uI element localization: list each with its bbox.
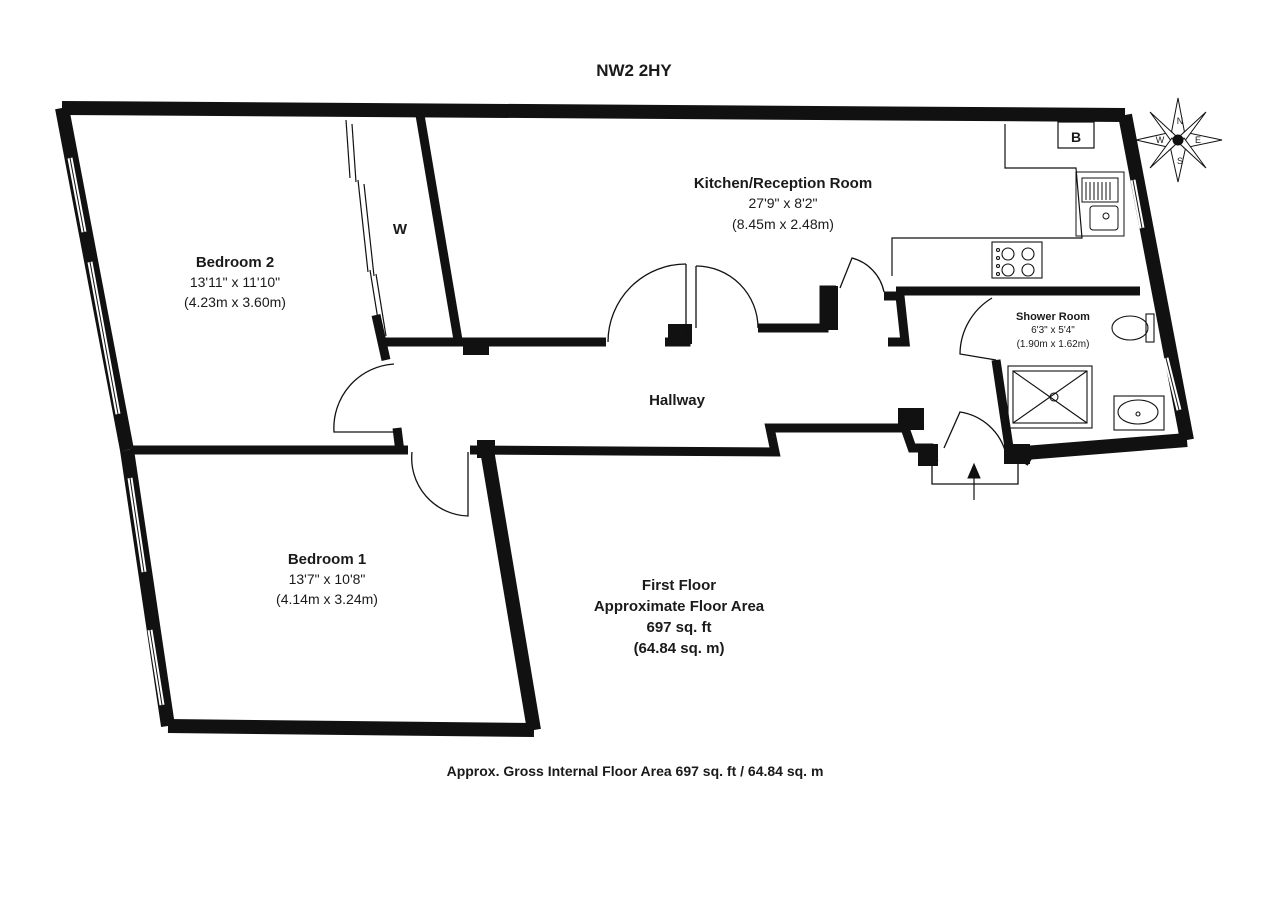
shower-metric: (1.90m x 1.62m) [1017, 339, 1090, 350]
room-label-bedroom2: Bedroom 2 13'11" x 11'10" (4.23m x 3.60m… [184, 254, 286, 310]
compass-icon [1135, 97, 1223, 183]
floor-info-line4: (64.84 sq. m) [634, 640, 725, 657]
wall-bed1-right [481, 454, 541, 732]
shower-name: Shower Room [1016, 311, 1090, 323]
compass-n: N [1177, 116, 1184, 126]
wall-shower-left [991, 359, 1015, 455]
kitchen-sink-icon [1075, 171, 1125, 237]
door-entrance [943, 411, 1007, 455]
toilet-icon [1111, 313, 1155, 343]
wardrobe-doors [345, 119, 387, 337]
boiler-box [1057, 121, 1095, 149]
floor-info-line3: 697 sq. ft [646, 619, 711, 636]
floor-area-info: First Floor Approximate Floor Area 697 s… [594, 577, 765, 657]
floor-info-line1: First Floor [642, 577, 716, 594]
hob-icon [991, 241, 1043, 279]
door-bedroom2 [333, 363, 395, 433]
basin-icon [1113, 395, 1165, 431]
plan-title: NW2 2HY [596, 61, 672, 80]
kitchen-metric: (8.45m x 2.48m) [732, 216, 834, 232]
kitchen-fittings [891, 121, 1095, 276]
kitchen-imperial: 27'9" x 8'2" [749, 195, 818, 211]
wall-top [61, 101, 1126, 122]
wardrobe-label: W [393, 221, 408, 238]
kitchen-counter [891, 124, 1083, 276]
bedroom2-imperial: 13'11" x 11'10" [190, 274, 280, 290]
wall-shower-bottom [1011, 433, 1188, 461]
compass-e: E [1195, 135, 1201, 145]
compass-s: S [1177, 156, 1183, 166]
wall-right [1118, 113, 1194, 442]
doors [333, 257, 1019, 517]
shower-tray-icon [1007, 365, 1093, 429]
door-kitchen-left-arc [607, 263, 687, 343]
bedroom2-name: Bedroom 2 [196, 254, 274, 271]
bedroom2-metric: (4.23m x 3.60m) [184, 294, 286, 310]
windows [67, 157, 1182, 706]
footer-gross-area: Approx. Gross Internal Floor Area 697 sq… [447, 763, 824, 779]
room-label-kitchen: Kitchen/Reception Room 27'9" x 8'2" (8.4… [694, 175, 872, 232]
bedroom1-metric: (4.14m x 3.24m) [276, 591, 378, 607]
wall-blocks [463, 286, 1030, 466]
boiler-label: B [1071, 129, 1081, 145]
floor-info-line2: Approximate Floor Area [594, 598, 765, 615]
room-label-bedroom1: Bedroom 1 13'7" x 10'8" (4.14m x 3.24m) [276, 551, 378, 607]
compass-w: W [1156, 135, 1165, 145]
door-kitchen-right-arc [695, 265, 759, 329]
kitchen-name: Kitchen/Reception Room [694, 175, 872, 192]
bedroom1-imperial: 13'7" x 10'8" [289, 571, 366, 587]
entrance-arrow-icon [967, 462, 981, 500]
wall-hall-bottom [469, 423, 939, 464]
bedroom1-name: Bedroom 1 [288, 551, 366, 568]
wall-kitchen-left [415, 114, 463, 341]
hallway-name: Hallway [649, 392, 706, 409]
room-label-shower: Shower Room 6'3" x 5'4" (1.90m x 1.62m) [1016, 311, 1090, 350]
shower-imperial: 6'3" x 5'4" [1031, 325, 1075, 336]
door-bedroom1 [411, 451, 469, 517]
window-lines [69, 157, 1180, 706]
interior-walls [130, 114, 1140, 466]
wall-bed1-bottom [167, 719, 535, 737]
door-shower [959, 297, 997, 361]
